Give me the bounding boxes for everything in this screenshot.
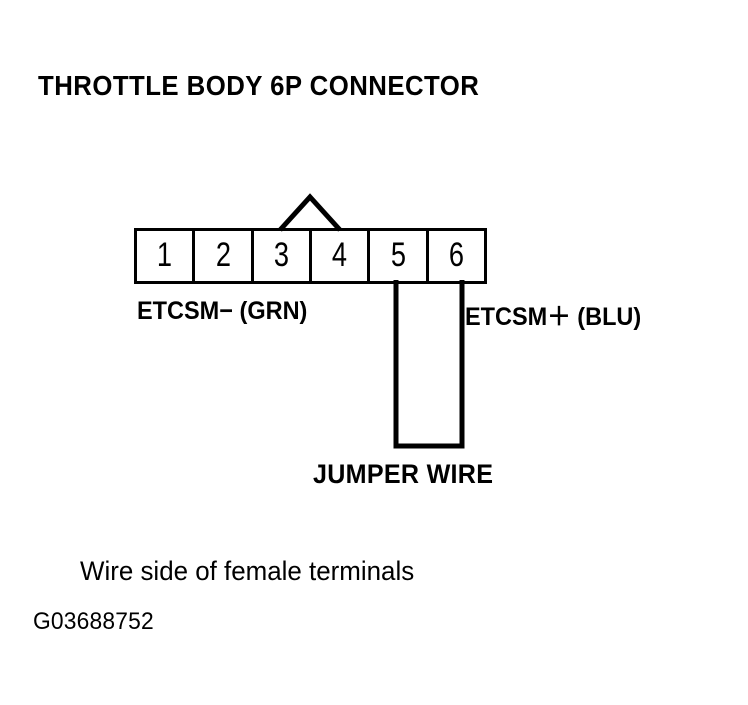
pin-label-etcsm-plus: ETCSM＋ (BLU) [465,303,642,331]
terminal-cell-3: 3 [254,231,312,281]
view-side-note: Wire side of female terminals [80,556,415,586]
terminal-number: 2 [215,236,231,274]
terminal-cell-2: 2 [195,231,254,281]
terminal-number: 3 [273,236,289,274]
page-title: THROTTLE BODY 6P CONNECTOR [38,70,480,101]
triangle-tab-icon [278,192,342,232]
terminal-number: 5 [390,236,406,274]
terminal-cell-6: 6 [429,231,484,281]
terminal-number: 4 [332,236,348,274]
terminal-number: 6 [448,236,464,274]
terminal-cell-5: 5 [370,231,429,281]
terminal-number: 1 [157,236,173,274]
jumper-wire-icon [388,280,470,452]
terminal-cell-1: 1 [137,231,196,281]
pin-label-etcsm-minus: ETCSM− (GRN) [137,297,308,325]
figure-id-label: G03688752 [33,608,154,635]
connector-terminal-block: 1 2 3 4 5 6 [134,228,487,284]
jumper-wire-caption: JUMPER WIRE [313,459,494,489]
terminal-cell-4: 4 [312,231,371,281]
